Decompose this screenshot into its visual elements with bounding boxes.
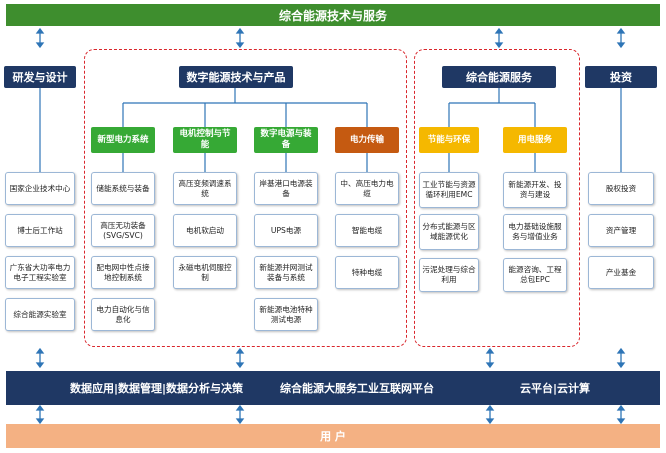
product-item: 高压无功装备(SVG/SVC) (91, 214, 155, 247)
product-item: 新能源并网测试装备与系统 (254, 256, 318, 289)
service-item: 工业节能与资源循环利用EMC (419, 172, 479, 208)
category-power-services: 用电服务 (503, 127, 567, 153)
services-header: 综合能源服务 (442, 66, 556, 88)
invest-item: 资产管理 (588, 214, 654, 247)
product-item: 智能电缆 (335, 214, 399, 247)
product-item: 岸基港口电源装备 (254, 172, 318, 205)
product-item: 配电网中性点接地控制系统 (91, 256, 155, 289)
product-item: 中、高压电力电缆 (335, 172, 399, 205)
product-item: 永磁电机伺服控制 (173, 256, 237, 289)
product-item: 高压变频调速系统 (173, 172, 237, 205)
platform-cloud-label: 云平台|云计算 (520, 382, 591, 395)
invest-header: 投资 (585, 66, 657, 88)
category-motor-control: 电机控制与节能 (173, 127, 237, 153)
product-item: 新能源电池特种测试电源 (254, 298, 318, 331)
product-item: 特种电缆 (335, 256, 399, 289)
platform-data-label: 数据应用|数据管理|数据分析与决策 (70, 382, 244, 395)
service-item: 电力基础设施服务与增值业务 (503, 214, 567, 250)
diagram-title: 综合能源技术与服务 (6, 4, 660, 26)
product-item: 电机软启动 (173, 214, 237, 247)
rd-item: 博士后工作站 (5, 214, 75, 247)
platform-center-label: 综合能源大服务工业互联网平台 (280, 382, 434, 395)
service-item: 污泥处理与综合利用 (419, 258, 479, 292)
product-item: 电力自动化与信息化 (91, 298, 155, 331)
rd-item: 综合能源实验室 (5, 298, 75, 331)
product-item: UPS电源 (254, 214, 318, 247)
service-item: 能源咨询、工程总包EPC (503, 258, 567, 292)
digital-header: 数字能源技术与产品 (179, 66, 293, 88)
digital-region (84, 49, 407, 347)
category-new-power-system: 新型电力系统 (91, 127, 155, 153)
product-item: 储能系统与装备 (91, 172, 155, 205)
invest-item: 产业基金 (588, 256, 654, 289)
rd-item: 国家企业技术中心 (5, 172, 75, 205)
users-bar: 用 户 (6, 424, 660, 448)
service-item: 分布式能源与区域能源优化 (419, 214, 479, 250)
platform-bar: 数据应用|数据管理|数据分析与决策 综合能源大服务工业互联网平台 云平台|云计算 (6, 371, 660, 405)
invest-item: 股权投资 (588, 172, 654, 205)
category-power-transmission: 电力传输 (335, 127, 399, 153)
rd-item: 广东省大功率电力电子工程实验室 (5, 256, 75, 289)
category-digital-power: 数字电源与装备 (254, 127, 318, 153)
service-item: 新能源开发、投资与建设 (503, 172, 567, 208)
category-energy-saving: 节能与环保 (419, 127, 479, 153)
rd-header: 研发与设计 (4, 66, 76, 88)
services-region (414, 49, 580, 347)
